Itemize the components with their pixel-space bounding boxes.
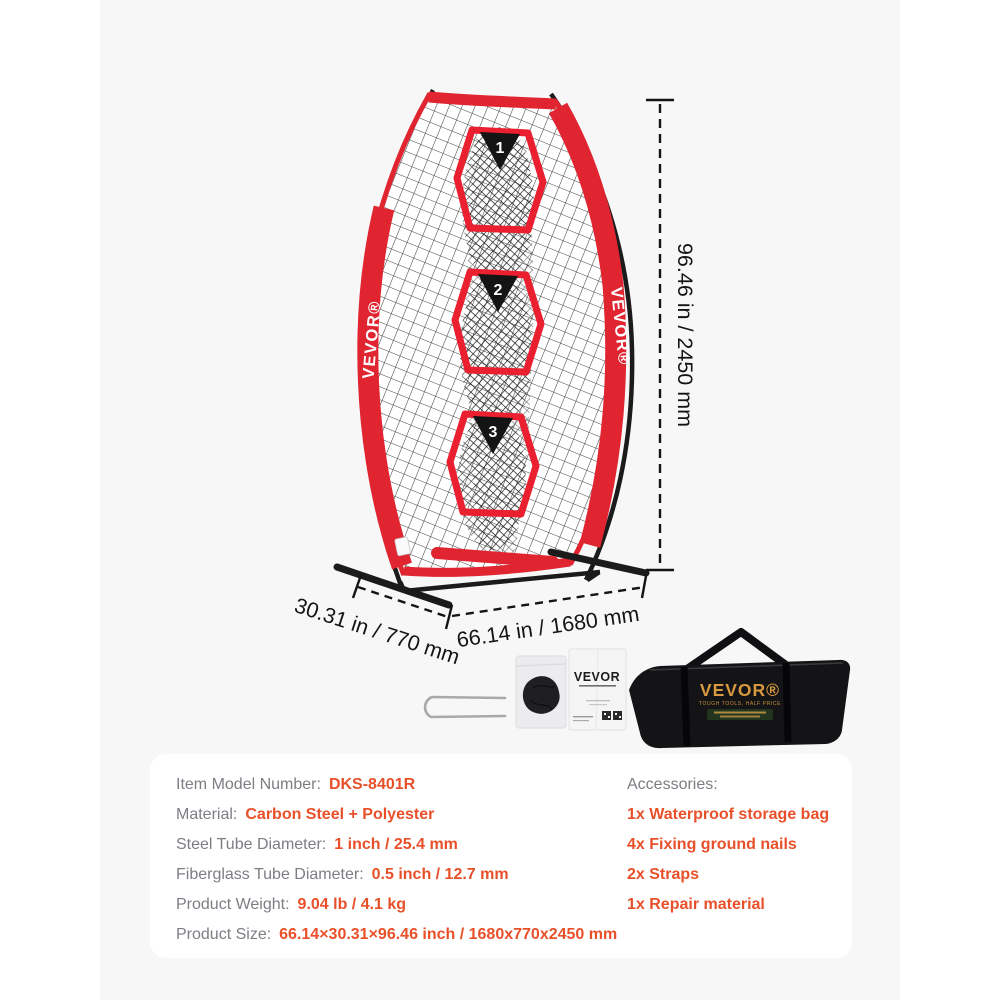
- spec-value: 66.14×30.31×96.46 inch / 1680x770x2450 m…: [279, 926, 618, 943]
- spec-value: 1 inch / 25.4 mm: [334, 836, 458, 853]
- spec-label: Steel Tube Diameter:: [176, 836, 327, 853]
- storage-bag: VEVOR® TOUGH TOOLS, HALF PRICE: [629, 628, 851, 749]
- spec-value: Carbon Steel + Polyester: [245, 806, 435, 823]
- spec-row-material: Material: Carbon Steel + Polyester: [176, 800, 617, 830]
- spec-row-steel-tube: Steel Tube Diameter: 1 inch / 25.4 mm: [176, 830, 617, 860]
- target-3-number: 3: [489, 424, 498, 441]
- target-1-flag: [480, 132, 520, 170]
- spec-label: Product Size:: [176, 926, 272, 943]
- target-3: 3: [446, 410, 540, 518]
- width-dimension-label: 66.14 in / 1680 mm: [455, 602, 641, 652]
- red-bottom-bar: [431, 547, 559, 568]
- spec-value: 9.04 lb / 4.1 kg: [297, 896, 407, 913]
- accessory-item: 2x Straps: [627, 866, 700, 883]
- net-tag: [394, 536, 411, 557]
- accessory-item: 1x Repair material: [627, 896, 765, 913]
- net-body: [358, 92, 624, 576]
- ground-nail: [423, 695, 507, 719]
- height-dimension: 96.46 in / 2450 mm: [646, 98, 697, 572]
- accessory-item: 1x Waterproof storage bag: [627, 806, 830, 823]
- spec-value: DKS-8401R: [328, 776, 416, 793]
- spec-column-right: Accessories: 1x Waterproof storage bag 4…: [627, 770, 829, 920]
- net-base: [333, 536, 650, 609]
- card-brand: VEVOR: [574, 670, 620, 684]
- accessory-item: 4x Fixing ground nails: [627, 836, 797, 853]
- width-dimension: 66.14 in / 1680 mm: [451, 575, 648, 652]
- bag-brand: VEVOR®: [700, 680, 780, 700]
- accessories-title: Accessories:: [627, 776, 718, 793]
- target-2: 2: [451, 268, 545, 376]
- spec-label: Fiberglass Tube Diameter:: [176, 866, 364, 883]
- vevor-card: VEVOR: [568, 648, 627, 731]
- target-1-number: 1: [496, 140, 505, 157]
- spec-row-size: Product Size: 66.14×30.31×96.46 inch / 1…: [176, 920, 617, 950]
- spec-row-weight: Product Weight: 9.04 lb / 4.1 kg: [176, 890, 617, 920]
- target-2-flag: [478, 274, 518, 312]
- spec-label: Material:: [176, 806, 238, 823]
- spec-row-model: Item Model Number: DKS-8401R: [176, 770, 617, 800]
- spec-value: 0.5 inch / 12.7 mm: [371, 866, 509, 883]
- bag-tagline: TOUGH TOOLS, HALF PRICE: [699, 701, 781, 707]
- target-3-flag: [473, 416, 513, 454]
- card-tagline-line: [579, 685, 616, 687]
- bag-handles: [683, 628, 794, 673]
- card-qr-codes: [602, 711, 622, 720]
- target-2-number: 2: [494, 282, 503, 299]
- spec-column-left: Item Model Number: DKS-8401R Material: C…: [176, 770, 617, 950]
- product-illustration: VEVOR® VEVOR® 1 2 3 96.46 i: [292, 88, 851, 749]
- spec-panel: Item Model Number: DKS-8401R Material: C…: [150, 754, 852, 958]
- depth-dimension-label: 30.31 in / 770 mm: [292, 593, 463, 669]
- bag-badge: [707, 709, 773, 720]
- spec-label: Product Weight:: [176, 896, 290, 913]
- accessories-title-row: Accessories:: [627, 770, 829, 800]
- target-pockets: 1 2 3: [446, 126, 547, 518]
- spec-label: Item Model Number:: [176, 776, 321, 793]
- height-dimension-label: 96.46 in / 2450 mm: [673, 243, 697, 427]
- target-1: 1: [453, 126, 547, 234]
- net-parts-bag: [515, 655, 567, 729]
- spec-row-fiberglass-tube: Fiberglass Tube Diameter: 0.5 inch / 12.…: [176, 860, 617, 890]
